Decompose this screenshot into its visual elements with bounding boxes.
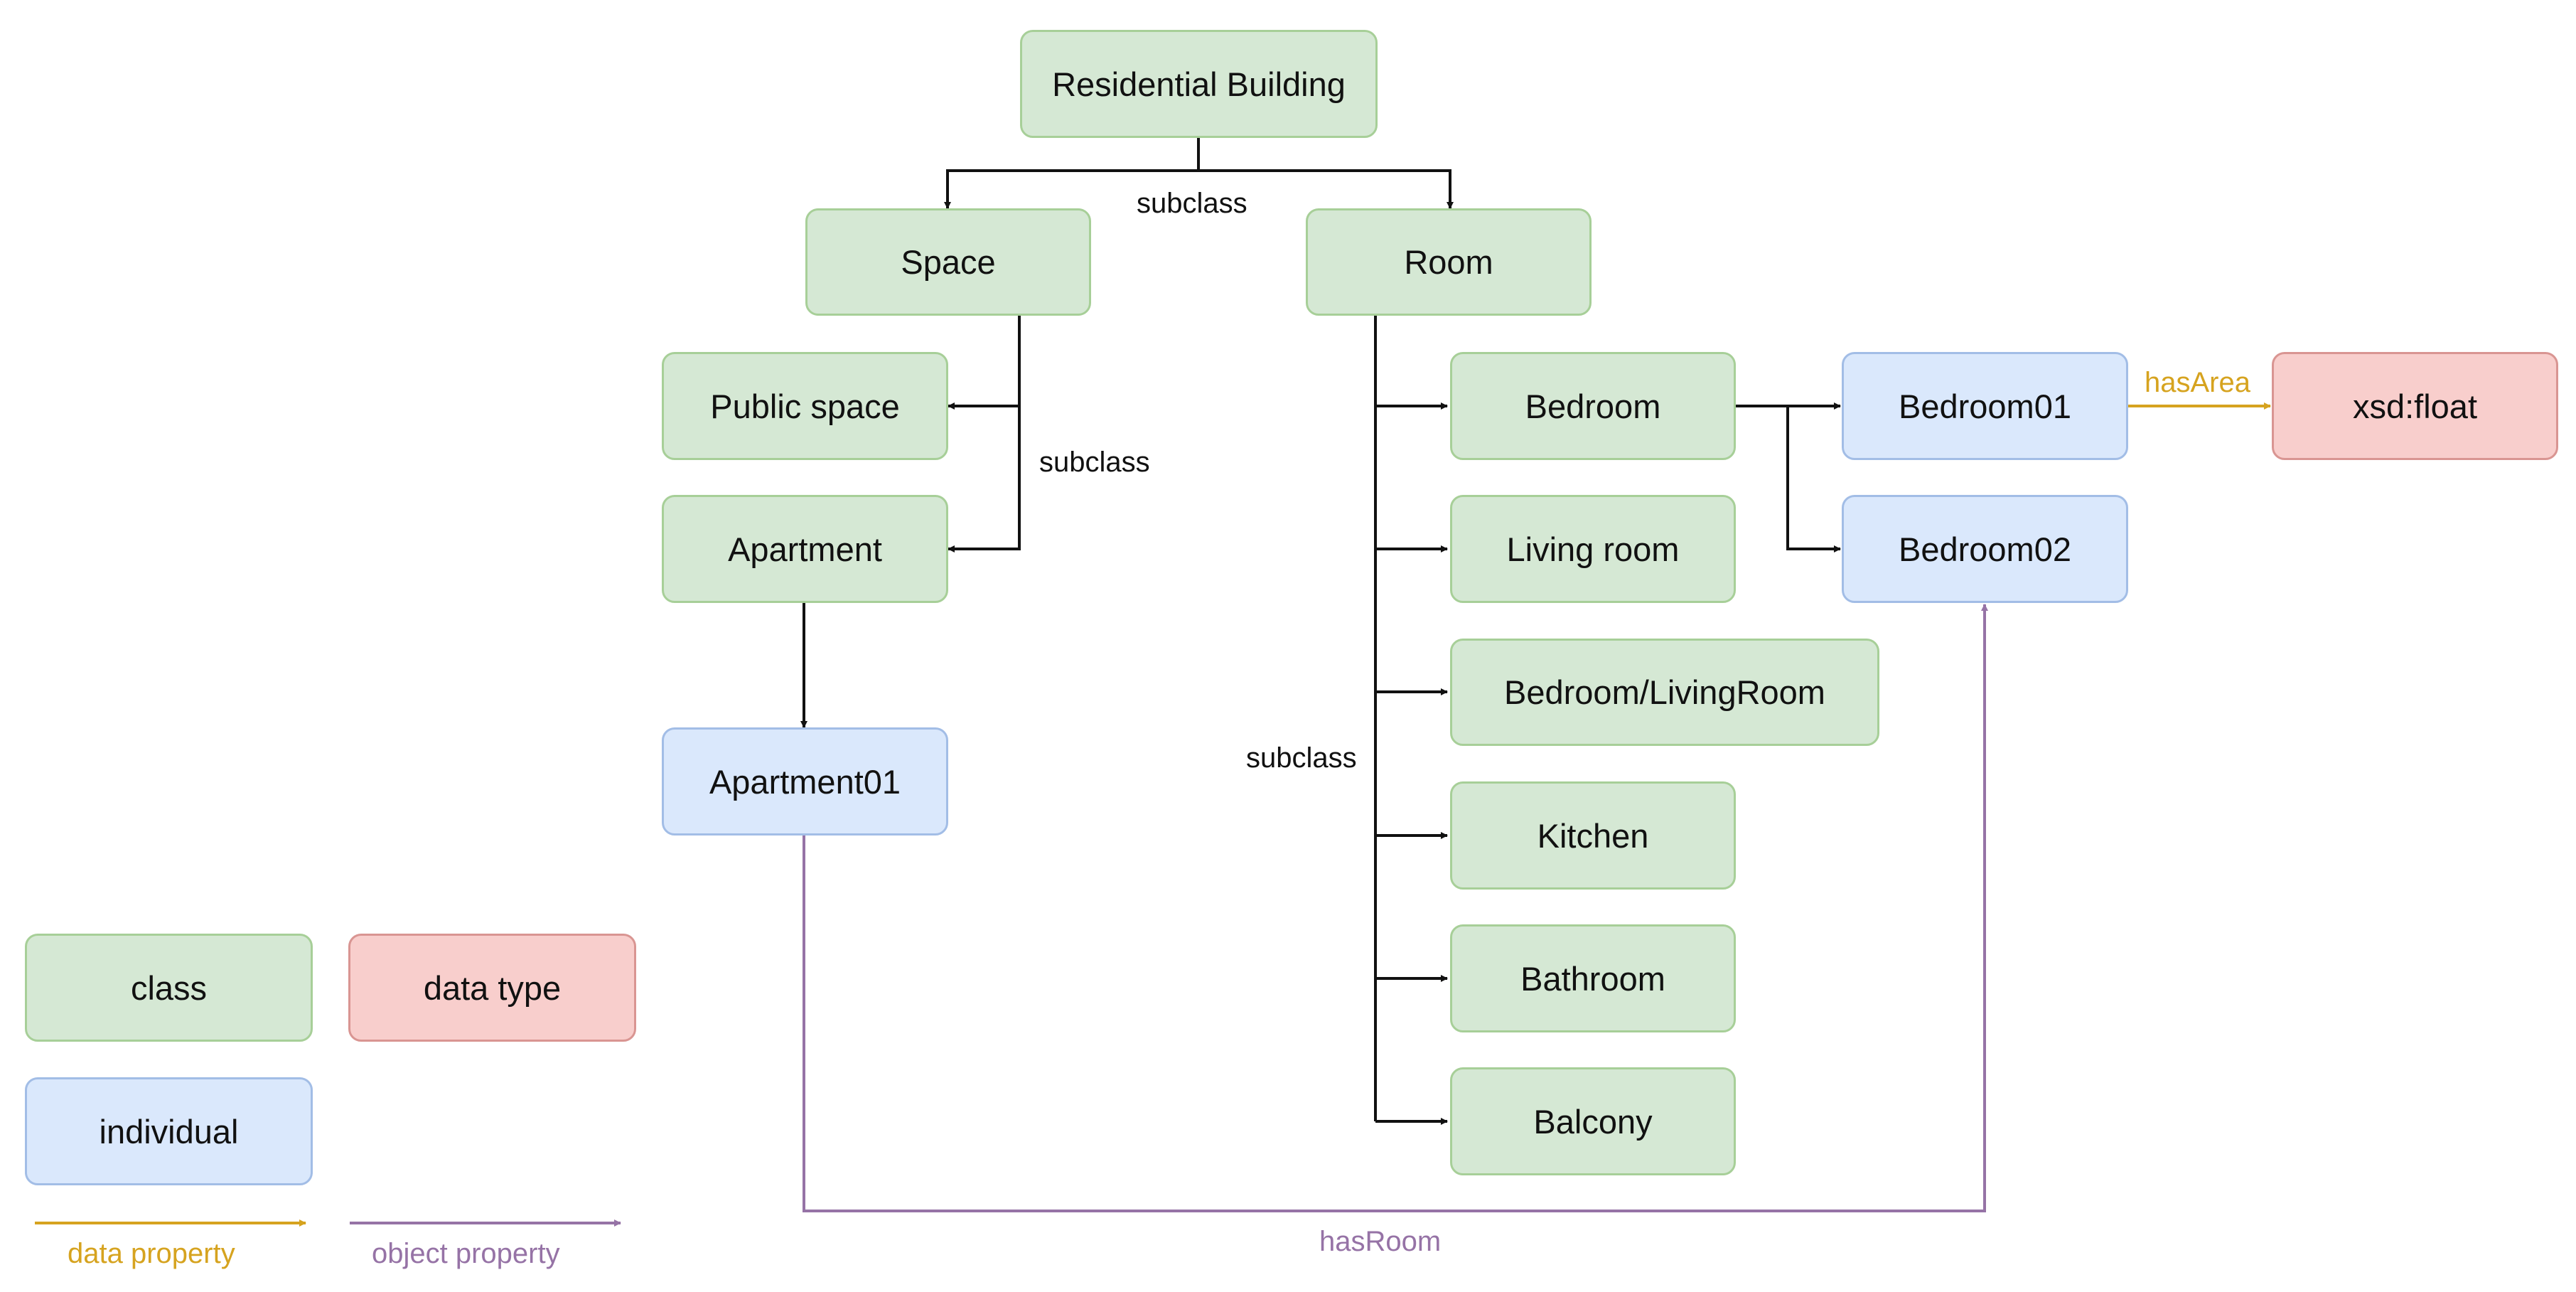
node-bedroom02[interactable]: Bedroom02 <box>1842 495 2128 603</box>
legend-object-property-label: object property <box>372 1238 560 1269</box>
edge-subclass-building-room <box>1198 169 1454 209</box>
edge-label-subclass-top: subclass <box>1137 188 1247 219</box>
legend-data-property-label: data property <box>68 1238 235 1269</box>
node-balcony[interactable]: Balcony <box>1450 1067 1736 1175</box>
node-bedroom01[interactable]: Bedroom01 <box>1842 352 2128 460</box>
edge-bedroom-bedroom02 <box>1786 406 1841 552</box>
edge-subclass-building-space <box>944 138 1200 209</box>
edge-hasroom <box>803 604 1988 1212</box>
node-residential-building[interactable]: Residential Building <box>1020 30 1378 138</box>
node-xsd-float[interactable]: xsd:float <box>2272 352 2558 460</box>
node-apartment01[interactable]: Apartment01 <box>662 727 948 835</box>
node-room[interactable]: Room <box>1306 208 1592 316</box>
legend-individual: individual <box>25 1077 313 1185</box>
node-living-room[interactable]: Living room <box>1450 495 1736 603</box>
edge-label-subclass-space: subclass <box>1039 447 1150 478</box>
node-kitchen[interactable]: Kitchen <box>1450 781 1736 890</box>
edge-label-hasarea: hasArea <box>2145 367 2250 398</box>
legend-data-type: data type <box>348 934 636 1042</box>
edge-subclass-space-apartment <box>948 406 1021 552</box>
node-bedroom[interactable]: Bedroom <box>1450 352 1736 460</box>
node-bathroom[interactable]: Bathroom <box>1450 924 1736 1032</box>
node-space[interactable]: Space <box>805 208 1091 316</box>
edge-subclass-space-publicspace <box>948 316 1021 410</box>
edge-label-subclass-room: subclass <box>1246 742 1357 774</box>
node-bedroom-livingroom[interactable]: Bedroom/LivingRoom <box>1450 639 1879 746</box>
node-public-space[interactable]: Public space <box>662 352 948 460</box>
edge-label-hasroom: hasRoom <box>1319 1226 1442 1257</box>
node-apartment[interactable]: Apartment <box>662 495 948 603</box>
legend-class: class <box>25 934 313 1042</box>
